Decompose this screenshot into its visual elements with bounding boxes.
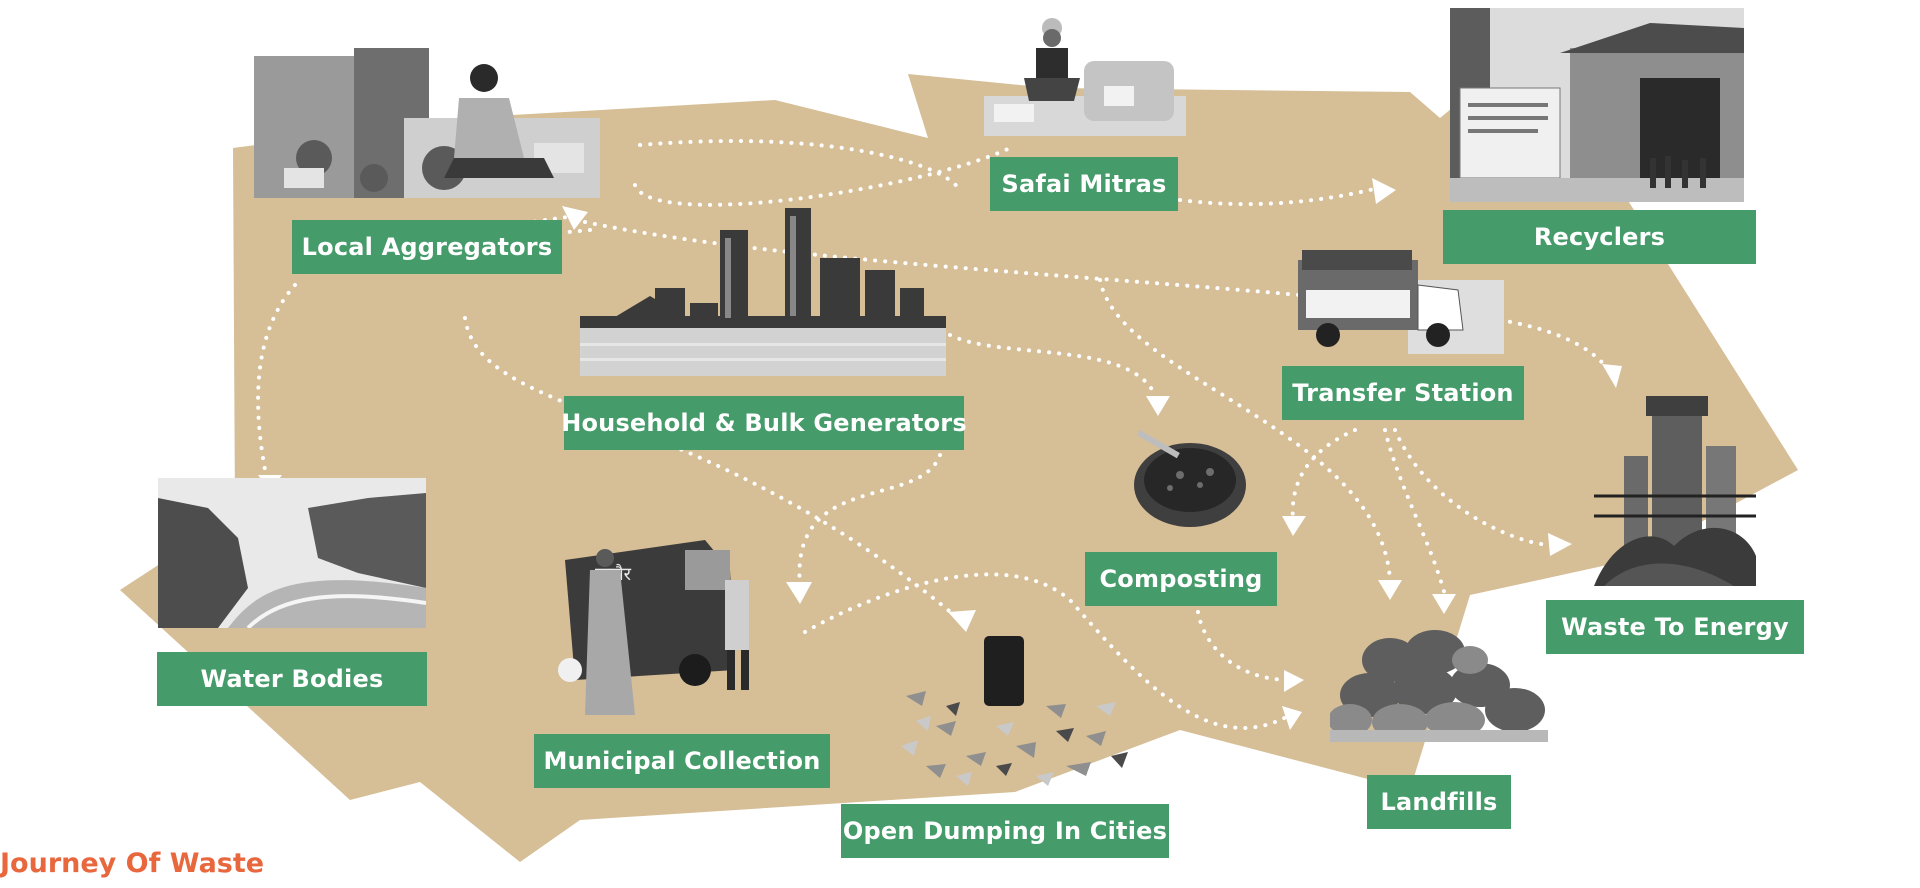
city-skyline-photo (580, 208, 946, 376)
flow-loop-to-aggregators (633, 139, 1012, 207)
flow-transfer-to-landfill (1383, 428, 1447, 597)
power-plant-photo (1594, 396, 1756, 586)
flow-arrows (256, 139, 1610, 730)
collection-truck-photo (1298, 250, 1504, 354)
label-waste-to-energy: Waste To Energy (1546, 600, 1804, 654)
flow-municipal-to-landfill (803, 572, 1292, 730)
diagram-title: Journey Of Waste (0, 848, 265, 879)
label-landfills: Landfills (1367, 775, 1511, 829)
arrowhead-municipal (786, 582, 812, 604)
flow-transfer-to-wte (1498, 318, 1610, 372)
arrowhead-aggregators (562, 206, 588, 230)
compost-bowl-photo (1134, 430, 1246, 527)
flow-aggregators-to-transfer (583, 220, 1302, 297)
flow-transfer-to-composting (1290, 428, 1357, 522)
label-local-aggregators: Local Aggregators (292, 220, 562, 274)
arrowhead-opendump (948, 610, 976, 632)
sanitation-worker-photo (984, 18, 1186, 136)
flow-transfer-to-wte-lower (1393, 428, 1554, 547)
arrowhead-municipal-landfill (1282, 706, 1302, 730)
arrowhead-wte-lower (1548, 533, 1572, 556)
flow-safai-to-recyclers (1178, 186, 1380, 207)
arrowhead-composting-landfill (1284, 670, 1304, 692)
label-recyclers: Recyclers (1443, 210, 1756, 264)
arrowhead-landfill-1 (1378, 580, 1402, 600)
municipal-van-photo: इन्दौर (558, 540, 749, 715)
flow-center-to-landfill (1098, 278, 1392, 582)
arrowhead-recyclers (1372, 178, 1396, 204)
label-transfer-station: Transfer Station (1282, 366, 1524, 420)
label-household-bulk-generators: Household & Bulk Generators (561, 396, 967, 450)
river-canyon-photo (158, 478, 426, 628)
arrowhead-landfill-2 (1432, 594, 1456, 614)
litter-bin-photo (901, 636, 1128, 786)
label-composting: Composting (1085, 552, 1277, 606)
landfill-photo (1330, 630, 1548, 742)
label-water-bodies: Water Bodies (157, 652, 427, 706)
label-safai-mitras: Safai Mitras (990, 157, 1178, 211)
flow-aggregators-to-water (256, 283, 297, 487)
arrowhead-transfer-wte (1602, 364, 1622, 388)
label-municipal-collection: Municipal Collection (534, 734, 830, 788)
flow-household-to-municipal (797, 453, 942, 587)
label-open-dumping-in-cities: Open Dumping In Cities (841, 804, 1169, 858)
recycling-center-photo (1450, 8, 1744, 202)
arrowhead-composting (1146, 396, 1170, 416)
waste-picker-photo (254, 48, 600, 198)
flow-household-to-opendump (463, 316, 962, 622)
arrowhead-transfer-composting (1282, 516, 1306, 536)
